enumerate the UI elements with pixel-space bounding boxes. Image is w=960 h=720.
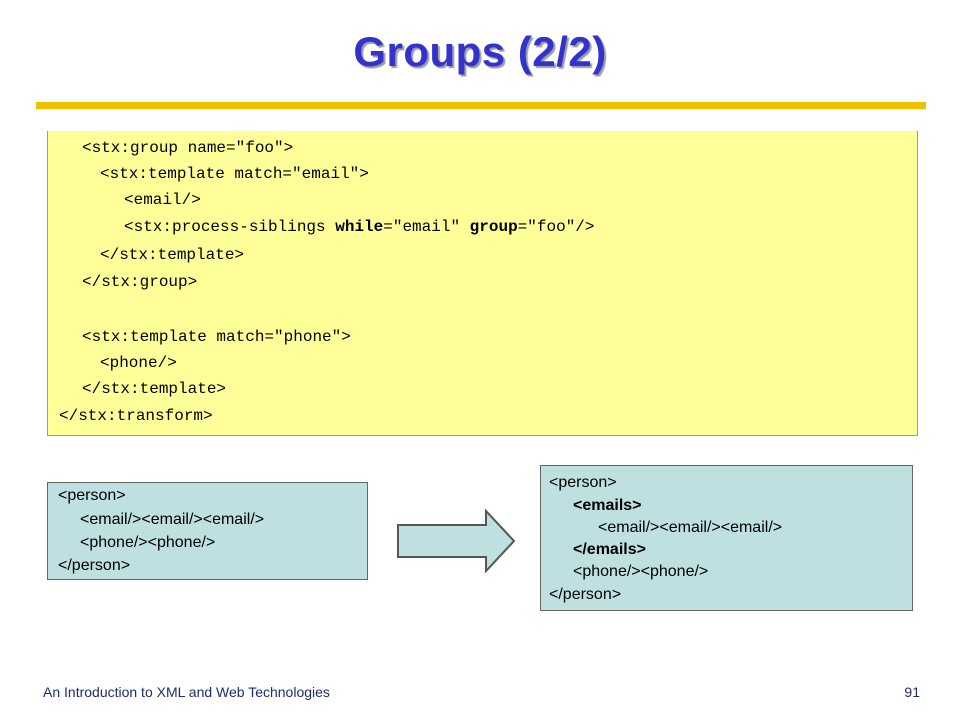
input-line-phones: <phone/><phone/>: [80, 534, 216, 551]
code-keyword-while: while: [335, 218, 384, 236]
code-fragment-while-value: ="email": [383, 218, 470, 236]
input-xml-box: <person> <email/><email/><email/> <phone…: [47, 482, 368, 580]
code-keyword-group: group: [469, 218, 518, 236]
code-line-template-phone-close: </stx:template>: [82, 380, 227, 398]
stx-code-box: <stx:group name="foo"> <stx:template mat…: [47, 131, 918, 436]
page-number: 91: [904, 684, 920, 700]
code-line-template-phone-open: <stx:template match="phone">: [82, 328, 351, 346]
input-line-person-open: <person>: [58, 487, 126, 504]
code-line-template-email-open: <stx:template match="email">: [100, 165, 369, 183]
code-fragment-group-value: ="foo"/>: [517, 218, 595, 236]
code-line-transform-close: </stx:transform>: [59, 407, 213, 425]
slide-title: Groups (2/2): [353, 28, 607, 75]
output-xml-box: <person> <emails> <email/><email/><email…: [540, 465, 913, 611]
code-line-email: <email/>: [124, 191, 201, 209]
input-line-person-close: </person>: [58, 557, 131, 574]
arrow-shape: [397, 509, 516, 573]
code-fragment-process-siblings: <stx:process-siblings: [124, 218, 336, 236]
code-line-process-siblings: <stx:process-siblings while="email" grou…: [124, 217, 595, 237]
title-underline: [36, 102, 926, 109]
output-line-phones: <phone/><phone/>: [573, 563, 709, 580]
code-line-group-open: <stx:group name="foo">: [82, 139, 294, 157]
right-arrow-icon: [397, 509, 516, 573]
code-line-group-close: </stx:group>: [82, 273, 198, 291]
output-line-emails-close: </emails>: [573, 541, 646, 558]
output-line-emails-open: <emails>: [573, 497, 642, 514]
output-line-person-open: <person>: [549, 474, 617, 491]
output-line-email-items: <email/><email/><email/>: [598, 519, 783, 536]
code-line-template-close: </stx:template>: [100, 246, 245, 264]
footer-course-title: An Introduction to XML and Web Technolog…: [43, 684, 330, 700]
output-line-person-close: </person>: [549, 586, 622, 603]
code-line-phone: <phone/>: [100, 354, 177, 372]
input-line-emails: <email/><email/><email/>: [80, 511, 265, 528]
